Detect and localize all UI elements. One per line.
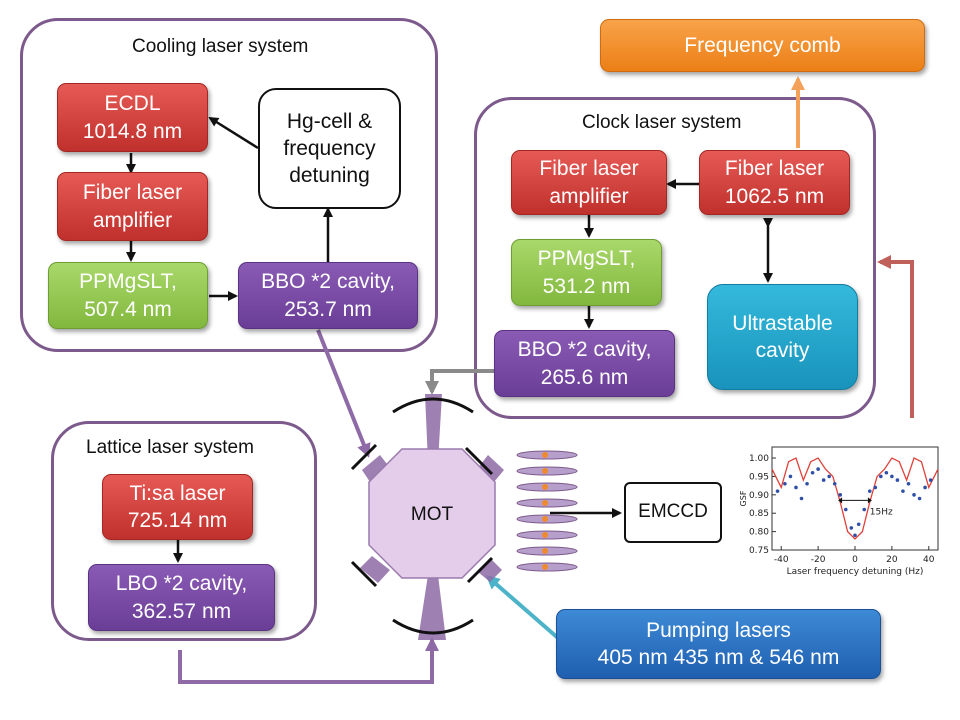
mot-chamber xyxy=(350,394,504,640)
lbo-cavity-box: LBO *2 cavity, 362.57 nm xyxy=(88,564,275,631)
ppmgslt-507-box: PPMgSLT, 507.4 nm xyxy=(48,262,208,329)
tisa-laser-box: Ti:sa laser 725.14 nm xyxy=(102,474,253,540)
fiber-laser-amplifier-clock-box: Fiber laser amplifier xyxy=(511,150,667,215)
bbo-265-box: BBO *2 cavity, 265.6 nm xyxy=(494,330,675,397)
arrow-clock-to-mot xyxy=(425,369,494,395)
bbo-253-box: BBO *2 cavity, 253.7 nm xyxy=(238,262,418,329)
lattice-laser-system-title: Lattice laser system xyxy=(86,437,254,458)
ecdl-box: ECDL 1014.8 nm xyxy=(57,83,208,152)
arrow-pumping-beam-to-mot xyxy=(485,575,568,647)
lattice-atoms xyxy=(516,450,578,572)
arrow-lattice-beam-to-mot xyxy=(178,637,439,684)
clock-laser-system-title: Clock laser system xyxy=(582,112,742,133)
arrow-cooling-beam-to-mot xyxy=(316,329,371,458)
hg-cell-box: Hg-cell & frequency detuning xyxy=(258,88,401,209)
frequency-comb-box: Frequency comb xyxy=(600,19,925,72)
fiber-laser-1062-box: Fiber laser 1062.5 nm xyxy=(699,150,850,215)
arrow-hg-cell-to-ecdl xyxy=(208,116,259,150)
cooling-laser-system-title: Cooling laser system xyxy=(132,36,309,57)
emccd-box: EMCCD xyxy=(624,482,722,543)
ppmgslt-531-box: PPMgSLT, 531.2 nm xyxy=(511,239,662,306)
fiber-laser-amplifier-cooling-box: Fiber laser amplifier xyxy=(57,172,208,241)
ultrastable-cavity-box: Ultrastable cavity xyxy=(707,284,858,390)
pumping-lasers-box: Pumping lasers 405 nm 435 nm & 546 nm xyxy=(556,609,881,679)
arrow-feedback-to-clock xyxy=(877,255,914,418)
mot-label: MOT xyxy=(410,503,454,525)
